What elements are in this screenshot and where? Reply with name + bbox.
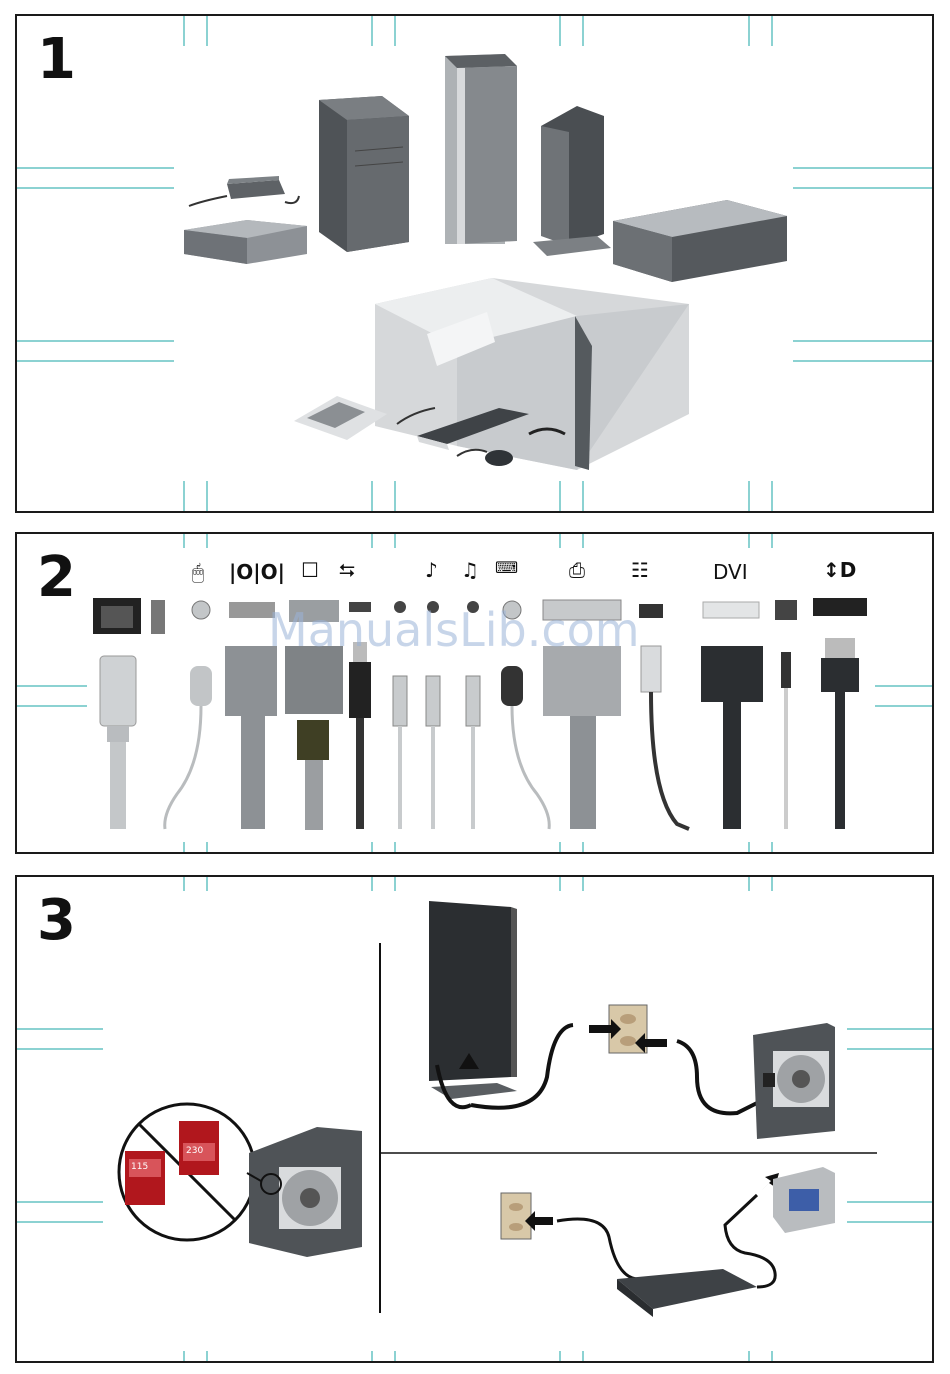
dvi-label: DVI xyxy=(713,560,748,584)
step-1-panel: 1 xyxy=(15,14,934,513)
displayport-icon: ↕D xyxy=(823,558,856,582)
monitor-icon: ☐ xyxy=(301,558,319,582)
step-2-panel: 2 xyxy=(15,532,934,854)
printer-icon: ⎙ xyxy=(569,558,585,582)
network-icon: ☷ xyxy=(631,558,649,582)
voltage-switch-230-label: 230 xyxy=(186,1146,203,1156)
computer-models-illustration xyxy=(17,16,934,513)
usb-icon: ⮀ xyxy=(339,558,355,582)
voltage-switch-115-label: 115 xyxy=(131,1162,148,1172)
line-in-icon: ♪ xyxy=(425,558,438,582)
connectors-illustration xyxy=(17,534,934,854)
watermark: ManualsLib.com xyxy=(268,603,640,657)
line-out-icon: ♫ xyxy=(461,558,479,582)
power-connection-illustration xyxy=(17,877,934,1363)
serial-icon: |O|O| xyxy=(229,560,285,584)
keyboard-icon: ⌨ xyxy=(495,558,518,577)
mouse-icon: 🖱 xyxy=(192,560,204,584)
step-3-panel: 3 xyxy=(15,875,934,1363)
